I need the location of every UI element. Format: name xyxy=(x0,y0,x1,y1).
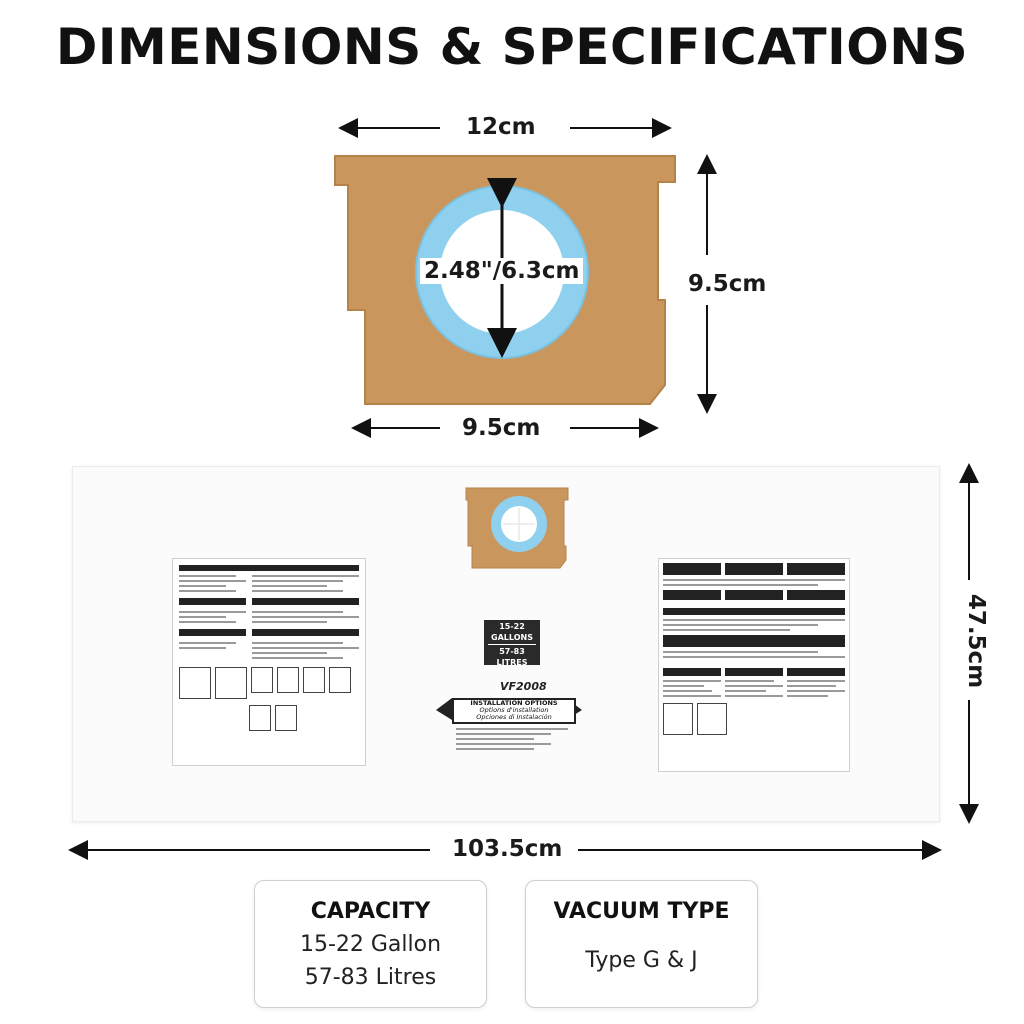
capacity-card: CAPACITY 15-22 Gallon 57-83 Litres xyxy=(254,880,487,1008)
bag-dimension-arrows xyxy=(68,463,979,860)
page-title: DIMENSIONS & SPECIFICATIONS xyxy=(55,18,969,76)
bag-model-number: VF2008 xyxy=(500,680,547,693)
install-options-label: INSTALLATION OPTIONS Options d'installat… xyxy=(452,698,576,724)
install-text-lines xyxy=(456,728,568,750)
bag-instructions-right xyxy=(658,558,850,772)
bag-length-label: 103.5cm xyxy=(446,836,569,862)
capacity-value-gallon: 15-22 Gallon xyxy=(299,932,442,957)
bag-height-label: 47.5cm xyxy=(963,583,989,699)
capacity-value-litres: 57-83 Litres xyxy=(304,965,437,990)
capacity-title: CAPACITY xyxy=(310,899,431,924)
opening-diameter-label: 2.48"/6.3cm xyxy=(420,258,584,284)
vacuum-type-value: Type G & J xyxy=(585,948,698,973)
vacuum-type-card: VACUUM TYPE Type G & J xyxy=(525,880,758,1008)
vacuum-type-title: VACUUM TYPE xyxy=(553,899,730,924)
collar-height-label: 9.5cm xyxy=(682,271,773,297)
bag-capacity-badge: 15-22 GALLONS 57-83 LITRES xyxy=(484,620,540,667)
bottom-width-label: 9.5cm xyxy=(456,415,547,441)
bag-collar-icon xyxy=(465,487,569,569)
bag-instructions-left xyxy=(172,558,366,766)
top-width-label: 12cm xyxy=(460,114,542,140)
